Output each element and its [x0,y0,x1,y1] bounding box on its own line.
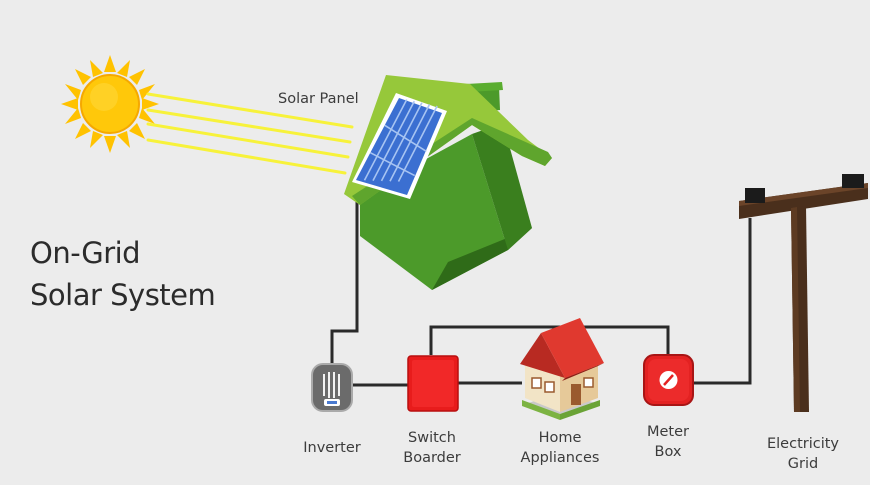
sun-rays [146,92,354,175]
inverter-label: Inverter [303,440,361,456]
solar-panel-label: Solar Panel [278,91,359,107]
title-line-1: On-Grid [30,236,141,270]
electricity-pole-icon [739,174,868,412]
wires [330,193,752,387]
electricity-grid-label: Electricity Grid [766,436,840,472]
meter-box-label: Meter Box [647,424,689,460]
home-appliances-icon [520,318,604,420]
title-line-2: Solar System [30,278,216,312]
wire-meter-to-grid [694,218,752,385]
home-appliances-label: Home Appliances [520,430,600,466]
wire-switch-to-meter [429,325,670,356]
diagram-title: On-Grid Solar System [30,232,216,316]
sun-icon [61,55,159,153]
inverter-icon [311,363,353,412]
wire-panel-to-inverter [330,193,359,366]
meter-box-icon [643,354,694,406]
solar-panel [352,93,447,199]
switch-boarder-label: Switch Boarder [403,430,461,466]
solar-house-icon [344,75,552,290]
switch-board-icon [407,355,459,412]
